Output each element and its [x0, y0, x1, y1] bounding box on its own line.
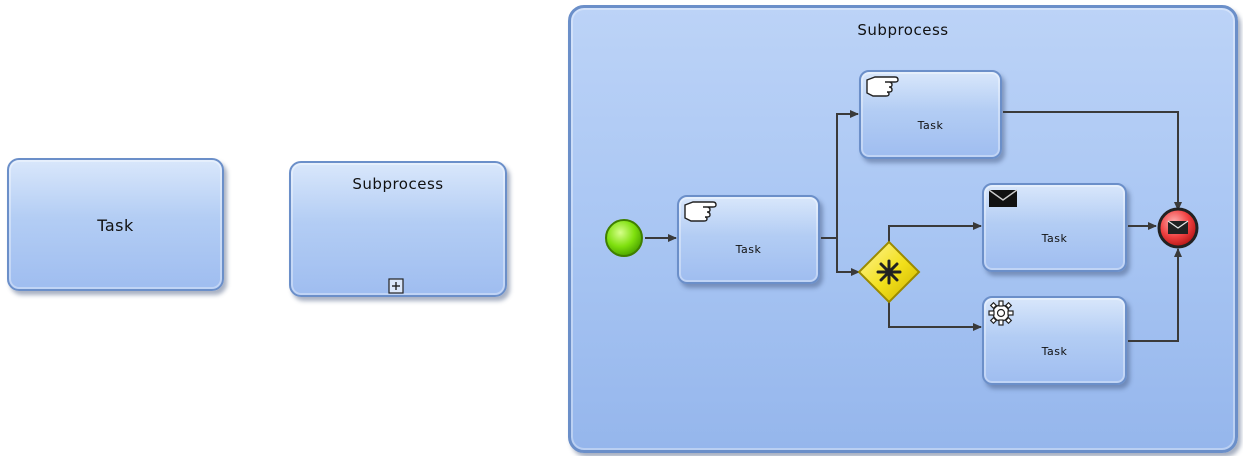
task-node-service[interactable]: Task [982, 296, 1127, 385]
expanded-subprocess-title: Subprocess [857, 21, 949, 39]
task-label: Task [735, 243, 762, 256]
gear-icon [988, 300, 1014, 326]
task-label: Task [1041, 345, 1068, 358]
plus-marker-icon[interactable] [388, 278, 404, 294]
task-node-manual-1[interactable]: Task [677, 195, 820, 284]
collapsed-subprocess-node[interactable]: Subprocess [289, 161, 507, 297]
hand-icon [866, 76, 899, 97]
envelope-icon [988, 189, 1018, 207]
hand-icon [684, 201, 717, 222]
task-label: Task [1041, 232, 1068, 245]
task-node-send[interactable]: Task [982, 183, 1127, 272]
task-node[interactable]: Task [7, 158, 224, 291]
task-node-manual-2[interactable]: Task [859, 70, 1002, 159]
task-label: Task [917, 119, 944, 132]
collapsed-subprocess-label: Subprocess [352, 175, 444, 193]
task-label: Task [97, 216, 134, 235]
